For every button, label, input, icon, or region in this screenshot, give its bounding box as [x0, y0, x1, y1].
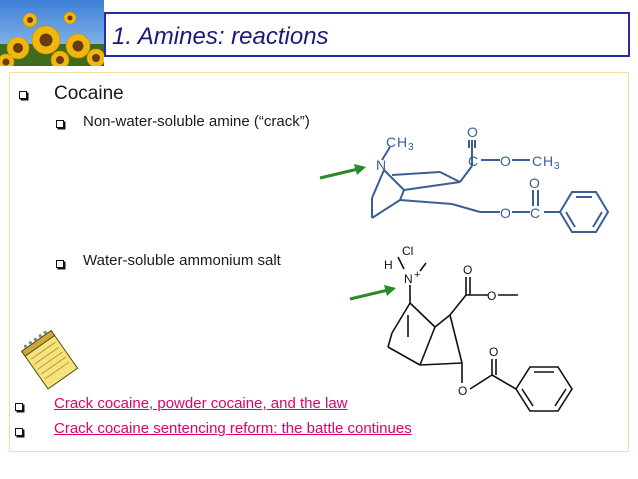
green-arrow-icon: [318, 162, 368, 182]
bullet-water-soluble: Water-soluble ammonium salt: [83, 252, 281, 269]
atom-c: C: [532, 153, 542, 169]
bullet-icon: [15, 403, 23, 411]
bullet-icon: [15, 428, 23, 436]
link-sentencing-reform[interactable]: Crack cocaine sentencing reform: the bat…: [54, 420, 412, 437]
bullet-non-water-soluble: Non-water-soluble amine (“crack”): [83, 113, 310, 130]
atom-cl: Cl: [402, 245, 413, 258]
atom-o: O: [500, 205, 511, 221]
notepad-icon: [20, 329, 82, 390]
sub-bullet-icon: [56, 120, 64, 128]
atom-h: H: [384, 258, 393, 272]
bullet-icon: [19, 91, 27, 99]
atom-n: N: [404, 272, 413, 286]
sunflower-photo: [0, 0, 104, 66]
atom-o: O: [467, 124, 478, 140]
link-crack-powder-law[interactable]: Crack cocaine, powder cocaine, and the l…: [54, 395, 348, 412]
atom-h: H: [397, 134, 407, 150]
atom-c: C: [386, 134, 396, 150]
atom-o: O: [500, 153, 511, 169]
atom-o: O: [529, 175, 540, 191]
bullet-cocaine: Cocaine: [54, 83, 124, 104]
atom-n: N: [376, 157, 386, 173]
cocaine-free-base-structure: N C H 3 O C O C H 3 O O C: [360, 120, 620, 250]
slide-title: 1. Amines: reactions: [112, 23, 329, 50]
atom-c: C: [530, 205, 540, 221]
atom-o: O: [487, 289, 496, 303]
atom-o: O: [458, 384, 467, 398]
content-frame: [9, 72, 629, 452]
sub-bullet-icon: [56, 260, 64, 268]
atom-sub: 3: [408, 142, 414, 153]
atom-charge: +: [414, 269, 420, 281]
atom-h: H: [543, 153, 553, 169]
title-box: [104, 12, 630, 57]
cocaine-salt-structure: Cl H N + O O O O: [380, 244, 580, 430]
atom-o: O: [489, 345, 498, 359]
green-arrow-icon: [348, 283, 398, 303]
atom-o: O: [463, 263, 472, 277]
atom-c: C: [468, 153, 478, 169]
atom-sub: 3: [554, 161, 560, 172]
